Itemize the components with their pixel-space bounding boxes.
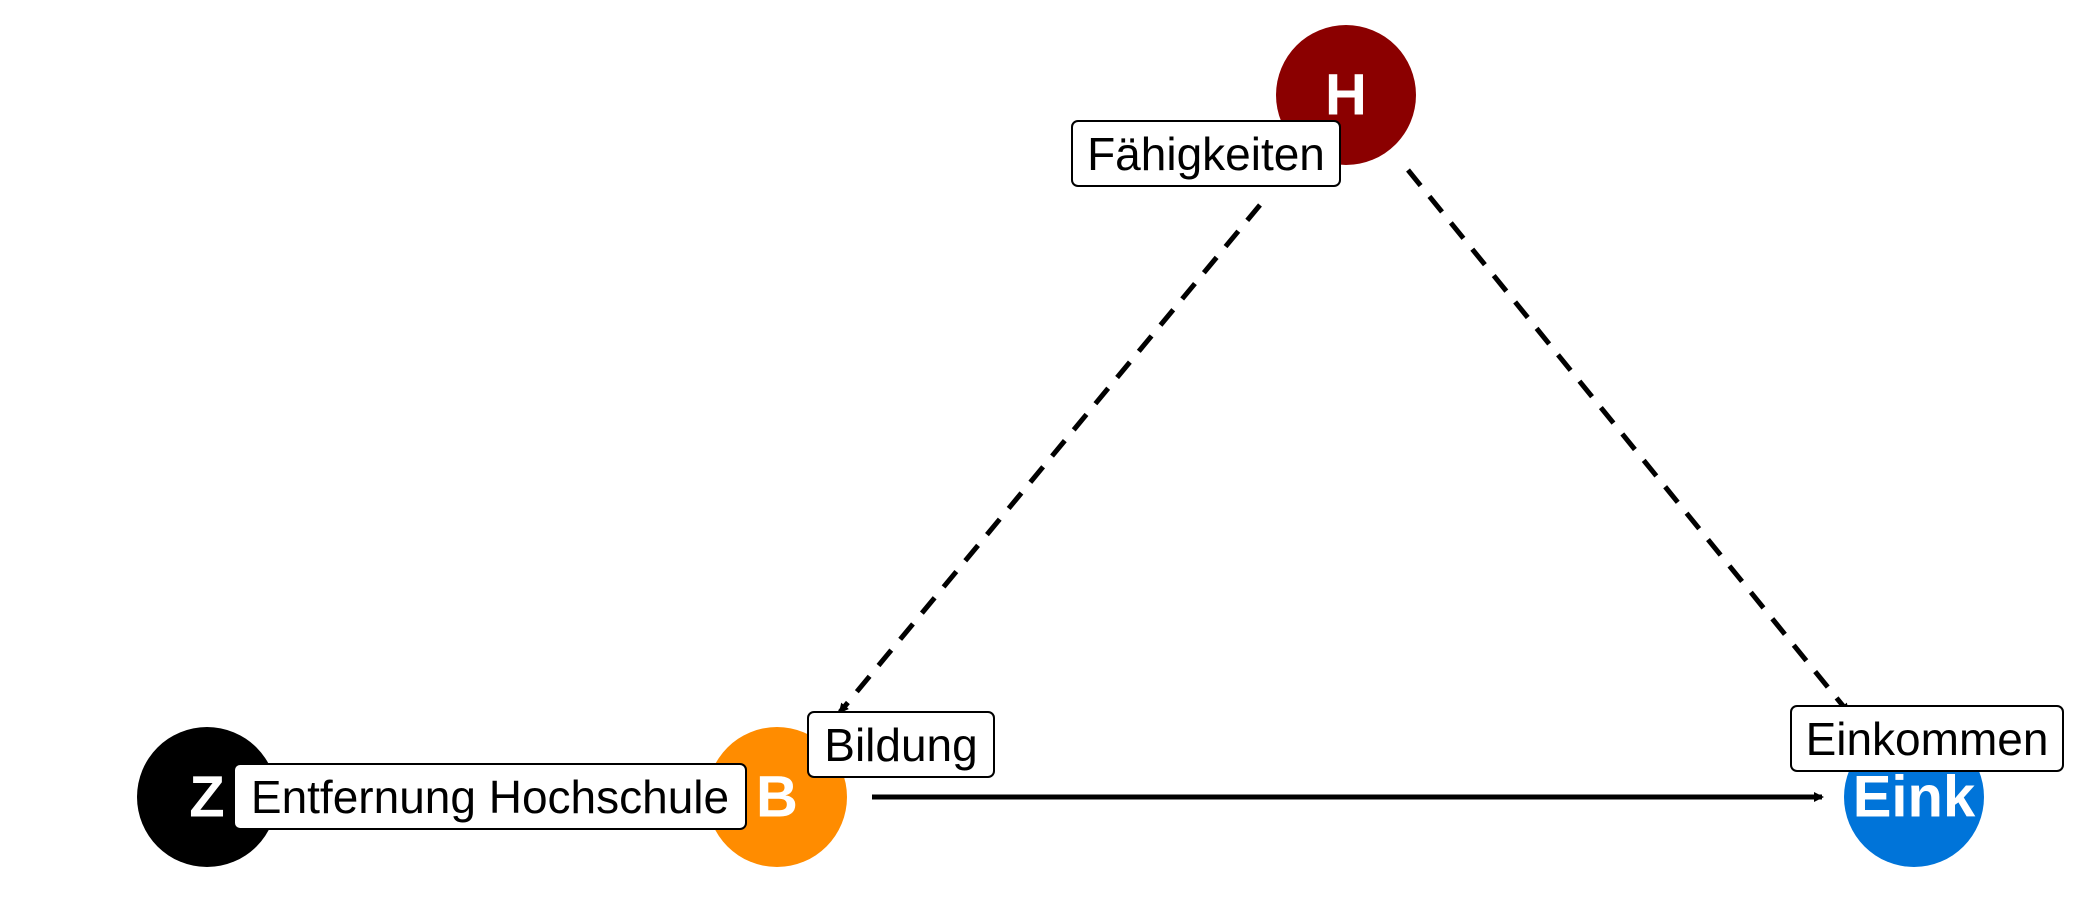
label-z-text: Entfernung Hochschule [251,771,729,823]
node-eink-letter: Eink [1853,765,1976,830]
label-z-box [233,763,747,830]
label-z: Entfernung Hochschule [233,763,747,830]
edges [838,168,1850,802]
node-z: Z [137,727,277,867]
label-h: Fähigkeiten [1071,120,1341,187]
label-h-box [1071,120,1341,187]
node-z-letter: Z [189,765,224,830]
label-b-box [807,711,995,778]
label-eink-text: Einkommen [1806,713,2049,765]
label-b: Bildung [807,711,995,778]
node-z-circle [137,727,277,867]
label-b-text: Bildung [824,719,977,771]
node-b-letter: B [756,765,798,830]
label-eink: Einkommen [1790,705,2064,772]
label-h-text: Fähigkeiten [1087,128,1325,180]
label-eink-box [1790,705,2064,772]
edge-h-to-eink [1406,168,1850,714]
edge-h-to-b [838,203,1262,714]
node-h-letter: H [1325,63,1367,128]
